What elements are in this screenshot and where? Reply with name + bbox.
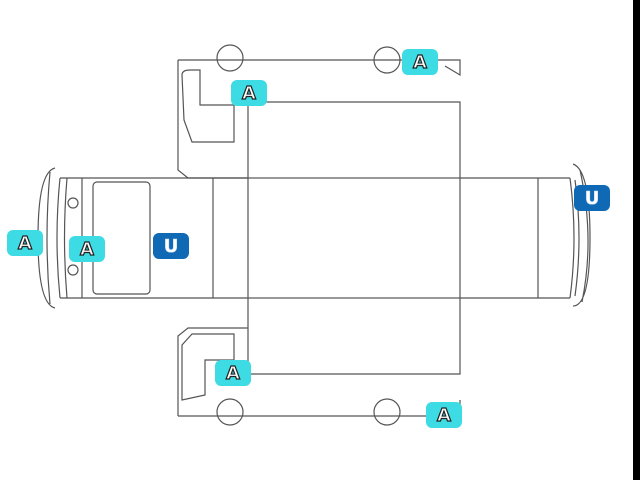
- label-a: A: [215, 360, 251, 386]
- label-a: A: [402, 49, 438, 75]
- label-a: A: [426, 402, 462, 428]
- label-a: A: [231, 80, 267, 106]
- black-border-strip: [633, 0, 640, 480]
- label-u: U: [574, 185, 610, 211]
- label-a: A: [69, 236, 105, 262]
- label-u: U: [153, 233, 189, 259]
- label-a: A: [7, 230, 43, 256]
